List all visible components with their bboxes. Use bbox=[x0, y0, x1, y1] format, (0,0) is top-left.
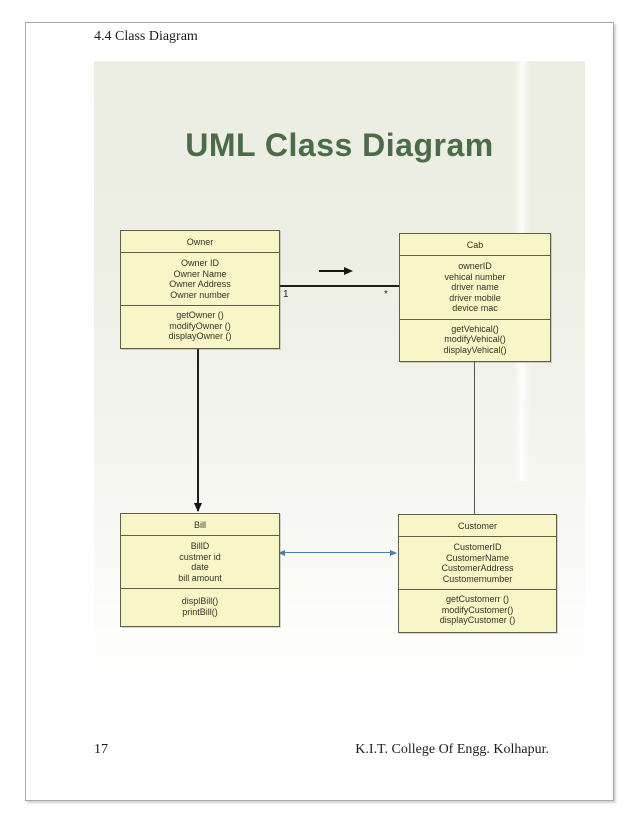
attribute-line: CustomerAddress bbox=[441, 563, 514, 573]
association-owner-cab-line bbox=[278, 285, 399, 287]
class-attributes: Owner ID Owner Name Owner Address Owner … bbox=[121, 253, 279, 306]
attribute-line: vehical number bbox=[444, 271, 506, 282]
class-box-bill: Bill BillD custmer id date bill amount d… bbox=[120, 513, 280, 627]
attribute-line: bill amount bbox=[178, 572, 222, 583]
attribute-line: Owner ID bbox=[180, 258, 219, 268]
class-name: Customer bbox=[399, 515, 556, 537]
class-name: Cab bbox=[400, 234, 550, 256]
class-methods: displBill() printBill() bbox=[121, 589, 279, 626]
multiplicity-label-cab: * bbox=[384, 289, 388, 300]
section-heading: 4.4 Class Diagram bbox=[94, 29, 198, 44]
arrowhead-down-icon bbox=[194, 503, 202, 512]
attribute-line: BillD bbox=[190, 541, 210, 551]
multiplicity-label-owner: 1 bbox=[283, 289, 289, 300]
association-bill-customer-line bbox=[283, 552, 391, 553]
footer-institution: K.I.T. College Of Engg. Kolhapur. bbox=[355, 742, 549, 757]
class-box-cab: Cab ownerID vehical number driver name d… bbox=[399, 233, 551, 362]
class-attributes: BillD custmer id date bill amount bbox=[121, 536, 279, 589]
class-methods: getCustomerr () modifyCustomer() display… bbox=[399, 590, 556, 632]
direction-arrow-line bbox=[319, 270, 345, 272]
diagram-canvas: UML Class Diagram Owner Owner ID Owner N… bbox=[94, 61, 585, 737]
class-attributes: CustomerID CustomerName CustomerAddress … bbox=[399, 537, 556, 590]
association-cab-customer-line bbox=[474, 341, 475, 514]
attribute-line: Owner Name bbox=[173, 268, 227, 279]
method-line: modifyCustomer() bbox=[441, 604, 514, 615]
document-page: 4.4 Class Diagram UML Class Diagram Owne… bbox=[25, 22, 614, 801]
attribute-line: ownerID bbox=[458, 261, 492, 271]
arrowhead-left-blue-icon bbox=[278, 550, 285, 556]
class-attributes: ownerID vehical number driver name drive… bbox=[400, 256, 550, 320]
method-line: displayVehical() bbox=[443, 344, 507, 355]
class-box-customer: Customer CustomerID CustomerName Custome… bbox=[398, 514, 557, 633]
method-line: displayCustomer () bbox=[439, 615, 516, 625]
class-box-owner: Owner Owner ID Owner Name Owner Address … bbox=[120, 230, 280, 349]
method-line: modifyOwner () bbox=[169, 320, 231, 331]
attribute-line: CustomerID bbox=[453, 542, 502, 552]
association-owner-bill-line bbox=[197, 326, 199, 511]
arrowhead-right-icon bbox=[344, 267, 353, 275]
attribute-line: driver name bbox=[451, 282, 499, 292]
page-number: 17 bbox=[94, 742, 108, 757]
method-line: displayOwner () bbox=[168, 331, 232, 341]
attribute-line: Owner number bbox=[170, 289, 230, 300]
class-methods: getVehical() modifyVehical() displayVehi… bbox=[400, 320, 550, 362]
attribute-line: driver mobile bbox=[449, 292, 501, 303]
method-line: displBill() bbox=[181, 596, 219, 606]
attribute-line: date bbox=[191, 562, 209, 572]
attribute-line: device mac bbox=[452, 303, 498, 313]
diagram-title: UML Class Diagram bbox=[185, 127, 494, 163]
attribute-line: CustomerName bbox=[445, 552, 510, 563]
class-name: Owner bbox=[121, 231, 279, 253]
class-methods: getOwner () modifyOwner () displayOwner … bbox=[121, 306, 279, 348]
attribute-line: Owner Address bbox=[169, 279, 231, 289]
method-line: getOwner () bbox=[176, 310, 224, 320]
method-line: printBill() bbox=[182, 606, 218, 617]
attribute-line: Customernumber bbox=[442, 573, 513, 584]
arrowhead-right-blue-icon bbox=[390, 550, 397, 556]
method-line: getVehical() bbox=[451, 323, 499, 334]
method-line: modifyVehical() bbox=[444, 334, 506, 344]
attribute-line: custmer id bbox=[179, 551, 221, 562]
method-line: getCustomerr () bbox=[445, 594, 509, 604]
class-name: Bill bbox=[121, 514, 279, 536]
